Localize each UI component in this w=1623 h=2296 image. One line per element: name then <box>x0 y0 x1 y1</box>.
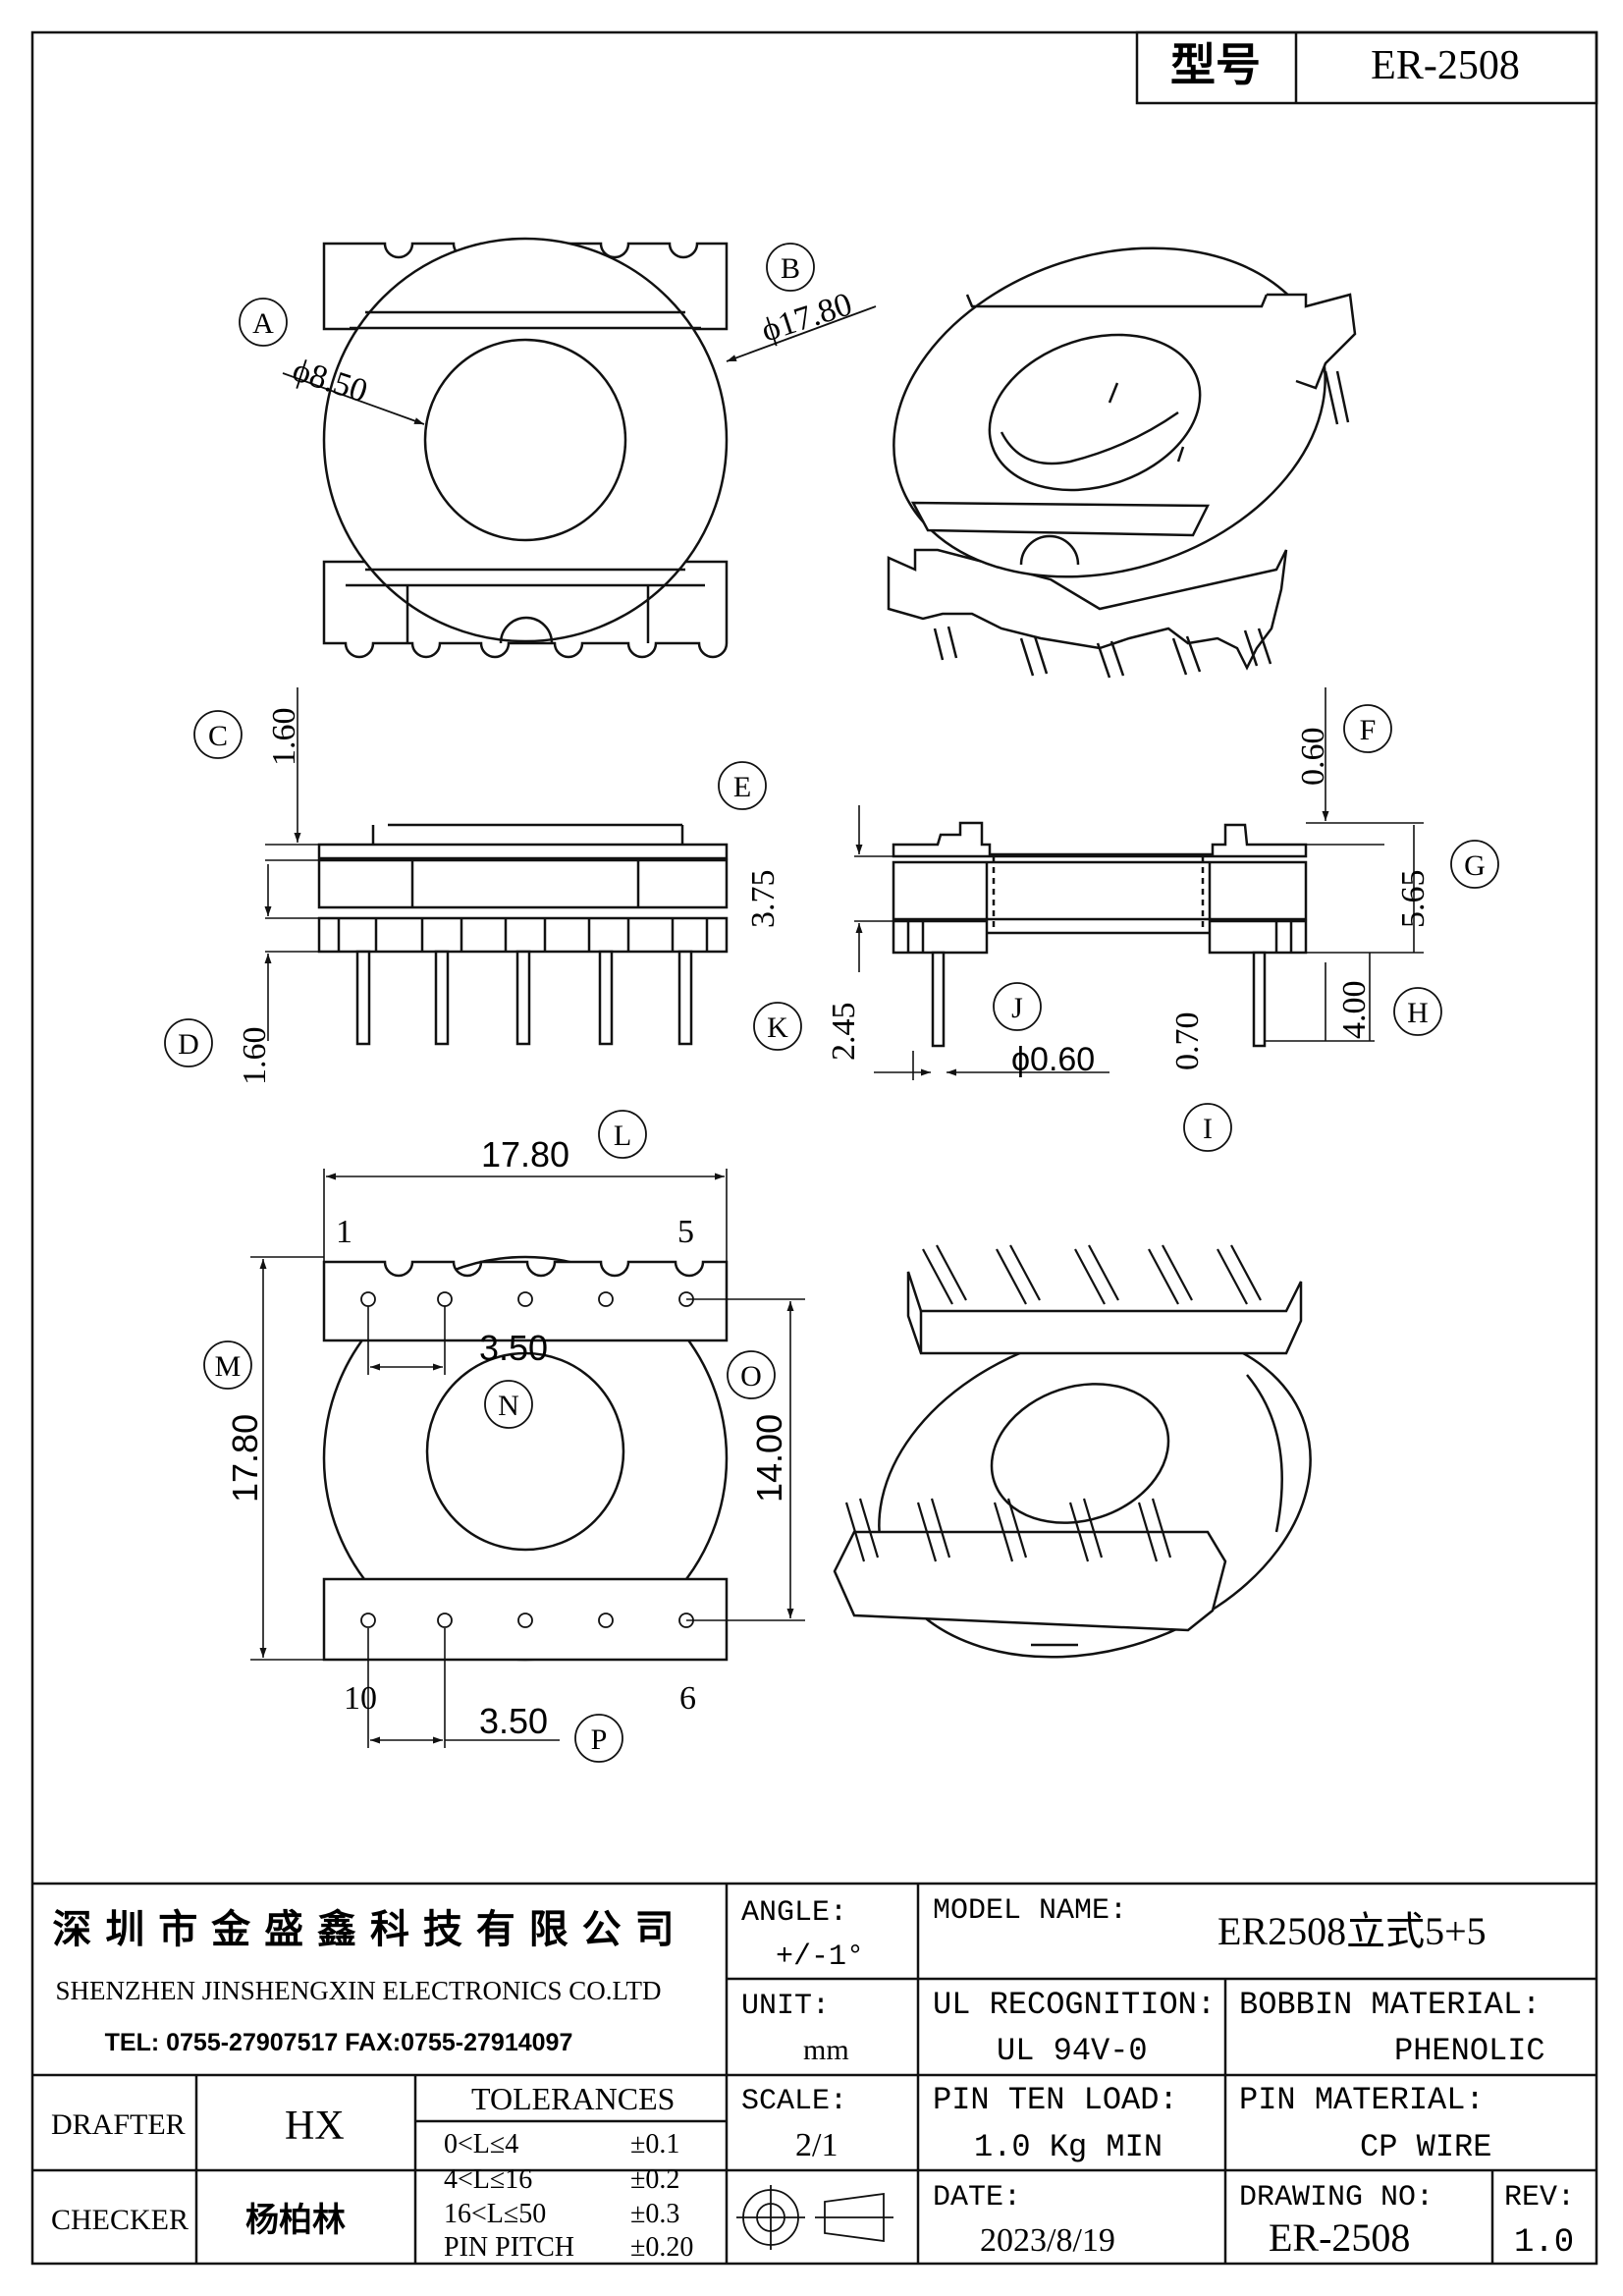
tolerance-range: 0<L≤4 <box>444 2129 518 2159</box>
letter-balloons <box>164 243 1499 1763</box>
unit-label: UNIT: <box>741 1990 830 2023</box>
dim-d-value: 1.60 <box>237 1027 273 1086</box>
sheet-border <box>30 30 1598 2266</box>
balloon-k: K <box>767 1011 788 1044</box>
dim-n-value: 3.50 <box>479 1328 548 1368</box>
tolerance-value: ±0.2 <box>630 2164 679 2195</box>
balloon-n: N <box>498 1390 519 1422</box>
drafter-label: DRAFTER <box>51 2108 186 2141</box>
tolerance-range: PIN PITCH <box>444 2232 574 2263</box>
tolerance-value: ±0.20 <box>630 2232 693 2263</box>
dim-i-value: 0.70 <box>1169 1012 1206 1071</box>
balloon-letters: A B C D E F G H I J K L M N O P <box>178 252 1486 1756</box>
tolerances-table: 0<L≤4 ±0.1 4<L≤16 ±0.2 16<L≤50 ±0.3 PIN … <box>444 2129 693 2263</box>
scale-label: SCALE: <box>741 2085 847 2118</box>
drafter-value: HX <box>285 2104 345 2149</box>
dim-f-value: 0.60 <box>1295 728 1331 787</box>
dim-outer-diameter: ϕ17.80 <box>757 286 856 349</box>
dim-h-value: 4.00 <box>1336 981 1373 1040</box>
title-block-symbol <box>736 2185 893 2250</box>
side-left-dims <box>264 687 319 1041</box>
company-name-en: SHENZHEN JINSHENGXIN ELECTRONICS CO.LTD <box>56 1976 662 2005</box>
company-name-cn: 深 圳 市 金 盛 鑫 科 技 有 限 公 司 <box>52 1907 674 1952</box>
dim-g-value: 5.65 <box>1395 870 1432 929</box>
dim-e-value: 3.75 <box>745 870 782 929</box>
bobbin-material-value: PHENOLIC <box>1394 2033 1545 2069</box>
tolerance-range: 4<L≤16 <box>444 2164 532 2195</box>
drawing-no-label: DRAWING NO: <box>1239 2181 1434 2214</box>
bobbin-material-label: BOBBIN MATERIAL: <box>1239 1987 1541 2023</box>
rev-label: REV: <box>1504 2181 1575 2214</box>
bottom-view-dims <box>250 1169 805 1748</box>
date-value: 2023/8/19 <box>980 2222 1115 2259</box>
dim-c-value: 1.60 <box>266 708 302 767</box>
iso-view-bottom-pins <box>844 1244 1262 1562</box>
checker-label: CHECKER <box>51 2204 189 2236</box>
balloon-p: P <box>591 1723 608 1756</box>
balloon-g: G <box>1464 849 1486 882</box>
dim-j-value: ϕ0.60 <box>1011 1041 1095 1078</box>
balloon-j: J <box>1011 992 1023 1024</box>
dim-m-value: 17.80 <box>225 1414 265 1503</box>
balloon-i: I <box>1203 1113 1213 1145</box>
balloon-b: B <box>781 252 800 285</box>
ul-label: UL RECOGNITION: <box>933 1987 1216 2023</box>
dim-o-value: 14.00 <box>749 1414 789 1503</box>
side-view-right <box>892 821 1308 1048</box>
header-type-label: 型号 <box>1170 38 1261 91</box>
pin-label-10: 10 <box>344 1680 377 1717</box>
angle-label: ANGLE: <box>741 1896 847 1930</box>
pin-load-value: 1.0 Kg MIN <box>974 2129 1163 2165</box>
tolerance-value: ±0.3 <box>630 2199 679 2229</box>
top-view-leaders <box>282 305 877 425</box>
header-type-value: ER-2508 <box>1371 43 1520 88</box>
pin-material-label: PIN MATERIAL: <box>1239 2082 1485 2118</box>
drawing-no-value: ER-2508 <box>1269 2215 1410 2260</box>
balloon-m: M <box>215 1350 242 1383</box>
date-label: DATE: <box>933 2181 1021 2214</box>
side-view-left <box>317 823 729 1046</box>
iso-view-top <box>887 246 1357 679</box>
bottom-view <box>322 1255 729 1662</box>
balloon-f: F <box>1360 714 1377 746</box>
bottom-view-holes <box>360 1291 694 1628</box>
dim-k-value: 2.45 <box>826 1003 862 1062</box>
company-contact: TEL: 0755-27907517 FAX:0755-27914097 <box>105 2029 573 2056</box>
dim-l-value: 17.80 <box>481 1134 569 1175</box>
side-right-dims <box>854 687 1424 1080</box>
iso-view-top-pins <box>933 626 1272 679</box>
tolerance-value: ±0.1 <box>630 2129 679 2159</box>
balloon-o: O <box>740 1360 762 1393</box>
pin-label-5: 5 <box>677 1214 694 1250</box>
header-box <box>1135 30 1598 105</box>
top-view <box>322 237 729 659</box>
tolerances-label: TOLERANCES <box>471 2081 675 2116</box>
side-view-left-pins <box>355 950 693 1046</box>
pin-load-label: PIN TEN LOAD: <box>933 2082 1178 2118</box>
pin-label-1: 1 <box>336 1214 352 1250</box>
balloon-a: A <box>252 307 274 340</box>
dim-p-value: 3.50 <box>479 1701 548 1741</box>
checker-value: 杨柏林 <box>245 2201 346 2240</box>
model-label: MODEL NAME: <box>933 1894 1127 1928</box>
scale-value: 2/1 <box>795 2127 838 2163</box>
angle-value: +/-1° <box>776 1941 864 1974</box>
rev-value: 1.0 <box>1514 2224 1574 2262</box>
pin-material-value: CP WIRE <box>1360 2129 1491 2165</box>
pin-label-6: 6 <box>679 1680 696 1717</box>
unit-value: mm <box>803 2034 849 2066</box>
balloon-e: E <box>733 771 751 803</box>
balloon-d: D <box>178 1028 199 1061</box>
balloon-c: C <box>208 720 228 752</box>
balloon-l: L <box>614 1120 631 1152</box>
title-block-grid <box>32 1882 1596 2264</box>
balloon-h: H <box>1407 997 1429 1029</box>
tolerance-range: 16<L≤50 <box>444 2199 546 2229</box>
iso-view-bottom <box>833 1244 1312 1659</box>
ul-value: UL 94V-0 <box>997 2033 1148 2069</box>
model-value: ER2508立式5+5 <box>1217 1909 1487 1953</box>
